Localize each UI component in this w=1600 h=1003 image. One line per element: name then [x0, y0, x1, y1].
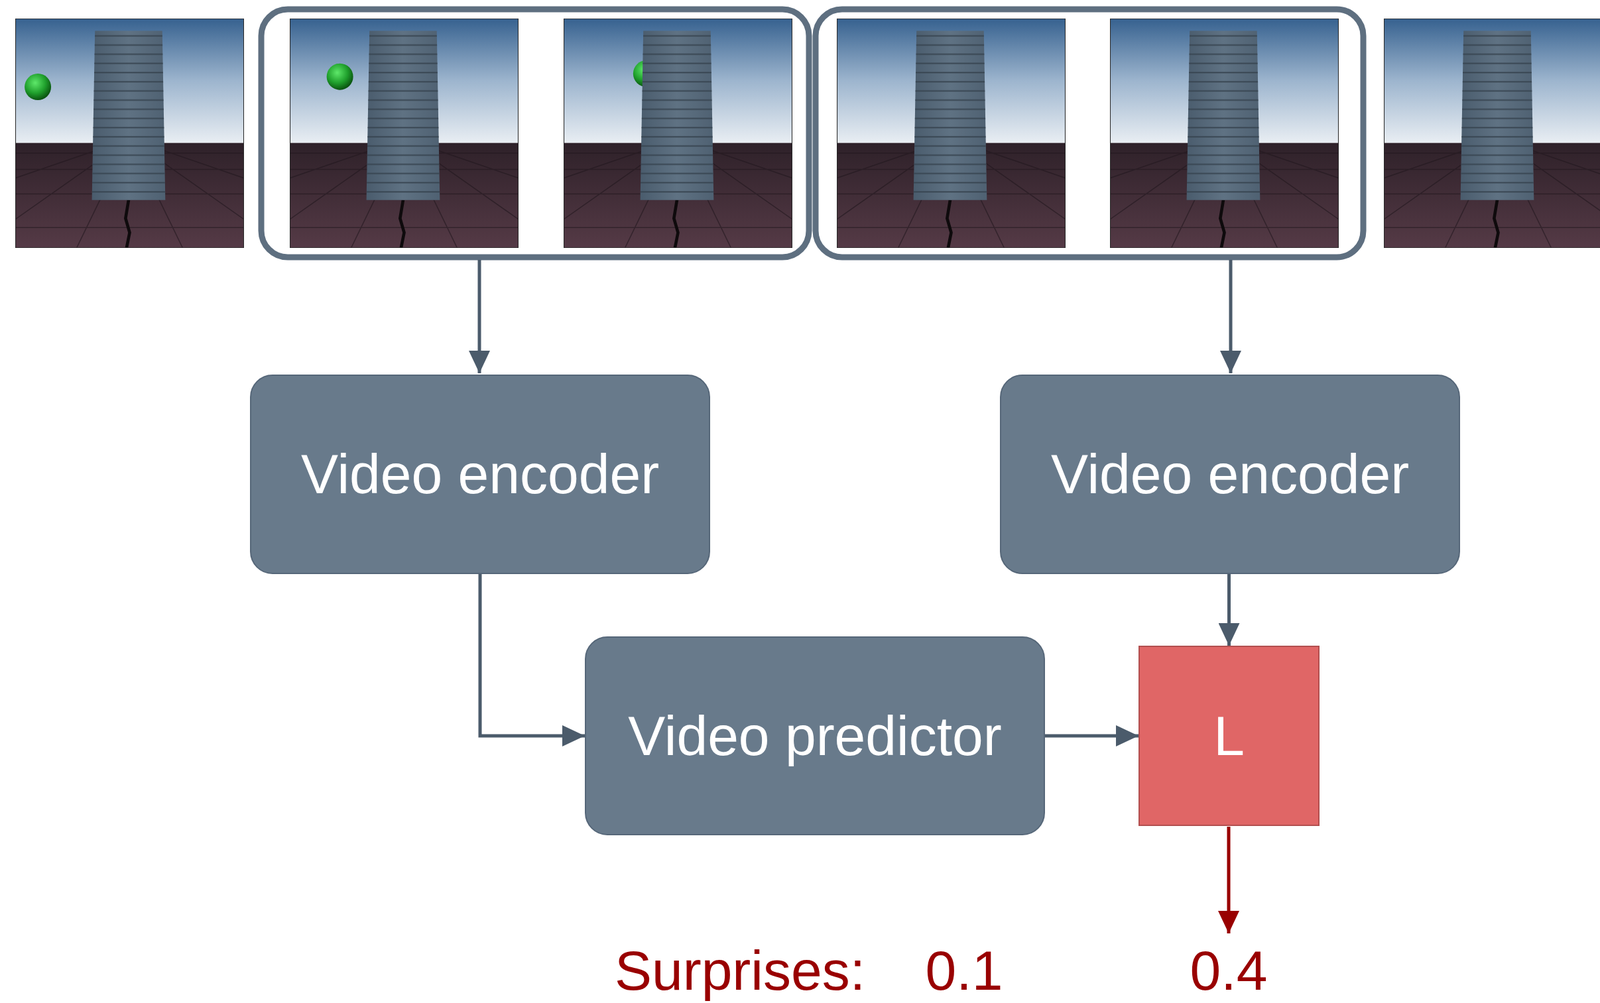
output-arrow [1227, 826, 1231, 934]
tower [1460, 30, 1535, 200]
frame-border [1109, 18, 1339, 248]
node-label: Video encoder [1050, 442, 1410, 507]
frame-background [1180, 18, 1600, 248]
video-frame [1180, 18, 1600, 248]
green-ball [326, 63, 354, 91]
tower [640, 30, 715, 200]
process-box: Video encoder [999, 374, 1461, 575]
frame-border [289, 18, 518, 248]
frame-border [563, 18, 792, 248]
clip-bracket [261, 9, 809, 258]
input-arrow [1229, 259, 1233, 374]
node-label: Video encoder [301, 442, 660, 507]
clip-bracket [815, 9, 1364, 258]
surprise-value: 0.1 [925, 942, 1004, 999]
tower [1186, 30, 1261, 200]
node-label: Video predictor [627, 704, 1002, 769]
tower [366, 30, 441, 200]
input-arrow [478, 259, 482, 374]
process-box: Video predictor [584, 636, 1046, 836]
row-label: Surprises: [614, 942, 866, 999]
process-box: Video encoder [249, 374, 711, 575]
frame-border [836, 18, 1065, 248]
green-ball [24, 73, 52, 101]
node-label: L [1213, 704, 1245, 769]
connector-arrow [480, 574, 585, 737]
loss-box: L [1138, 645, 1320, 827]
surprise-value: 0.4 [1190, 942, 1268, 999]
connector-arrow [1045, 734, 1139, 739]
tower [913, 30, 988, 200]
frame-border [15, 18, 244, 248]
connector-arrow [1227, 574, 1231, 646]
frame-border [1383, 18, 1600, 248]
tower [92, 30, 166, 200]
